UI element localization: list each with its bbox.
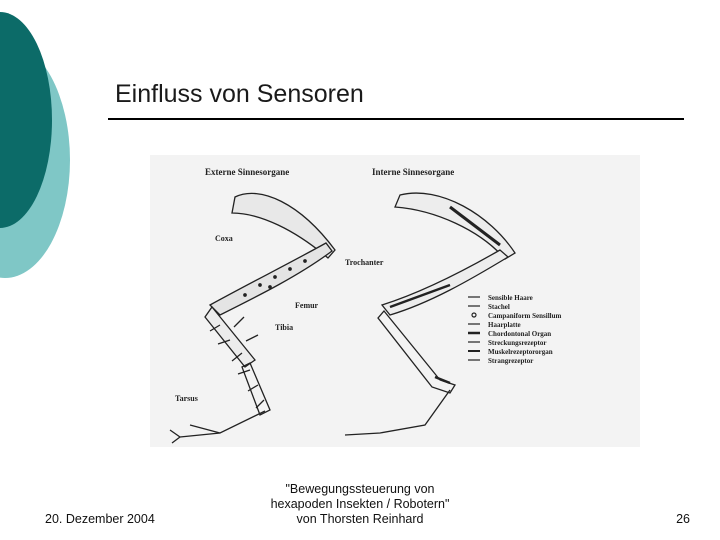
- footer-line-1: "Bewegungssteuerung von: [240, 482, 480, 497]
- label-coxa: Coxa: [215, 234, 233, 243]
- slide-title: Einfluss von Sensoren: [115, 80, 364, 109]
- legend-item: Strangrezeptor: [488, 357, 533, 365]
- insect-leg-diagram: Externe Sinnesorgane Interne Sinnesorgan…: [150, 155, 640, 447]
- footer-line-3: von Thorsten Reinhard: [240, 512, 480, 527]
- decorative-circles: [0, 0, 120, 300]
- label-tarsus: Tarsus: [175, 394, 198, 403]
- label-femur: Femur: [295, 301, 319, 310]
- legend-item: Stachel: [488, 303, 510, 311]
- leg-sensors-image: Externe Sinnesorgane Interne Sinnesorgan…: [150, 155, 640, 447]
- footer-talk-title: "Bewegungssteuerung von hexapoden Insekt…: [240, 482, 480, 527]
- heading-internal: Interne Sinnesorgane: [372, 167, 454, 177]
- label-trochanter: Trochanter: [345, 258, 384, 267]
- legend-item: Sensible Haare: [488, 294, 533, 302]
- label-tibia: Tibia: [275, 323, 293, 332]
- legend-item: Chordontonal Organ: [488, 330, 551, 338]
- legend-item: Muskelrezeptororgan: [488, 348, 553, 356]
- legend-item: Streckungsrezeptor: [488, 339, 546, 347]
- legend-item: Haarplatte: [488, 321, 521, 329]
- heading-external: Externe Sinnesorgane: [205, 167, 289, 177]
- legend-item: Campaniform Sensillum: [488, 312, 561, 320]
- footer-line-2: hexapoden Insekten / Robotern": [240, 497, 480, 512]
- footer-date: 20. Dezember 2004: [45, 512, 155, 526]
- page-number: 26: [650, 512, 690, 526]
- title-underline: [108, 118, 684, 120]
